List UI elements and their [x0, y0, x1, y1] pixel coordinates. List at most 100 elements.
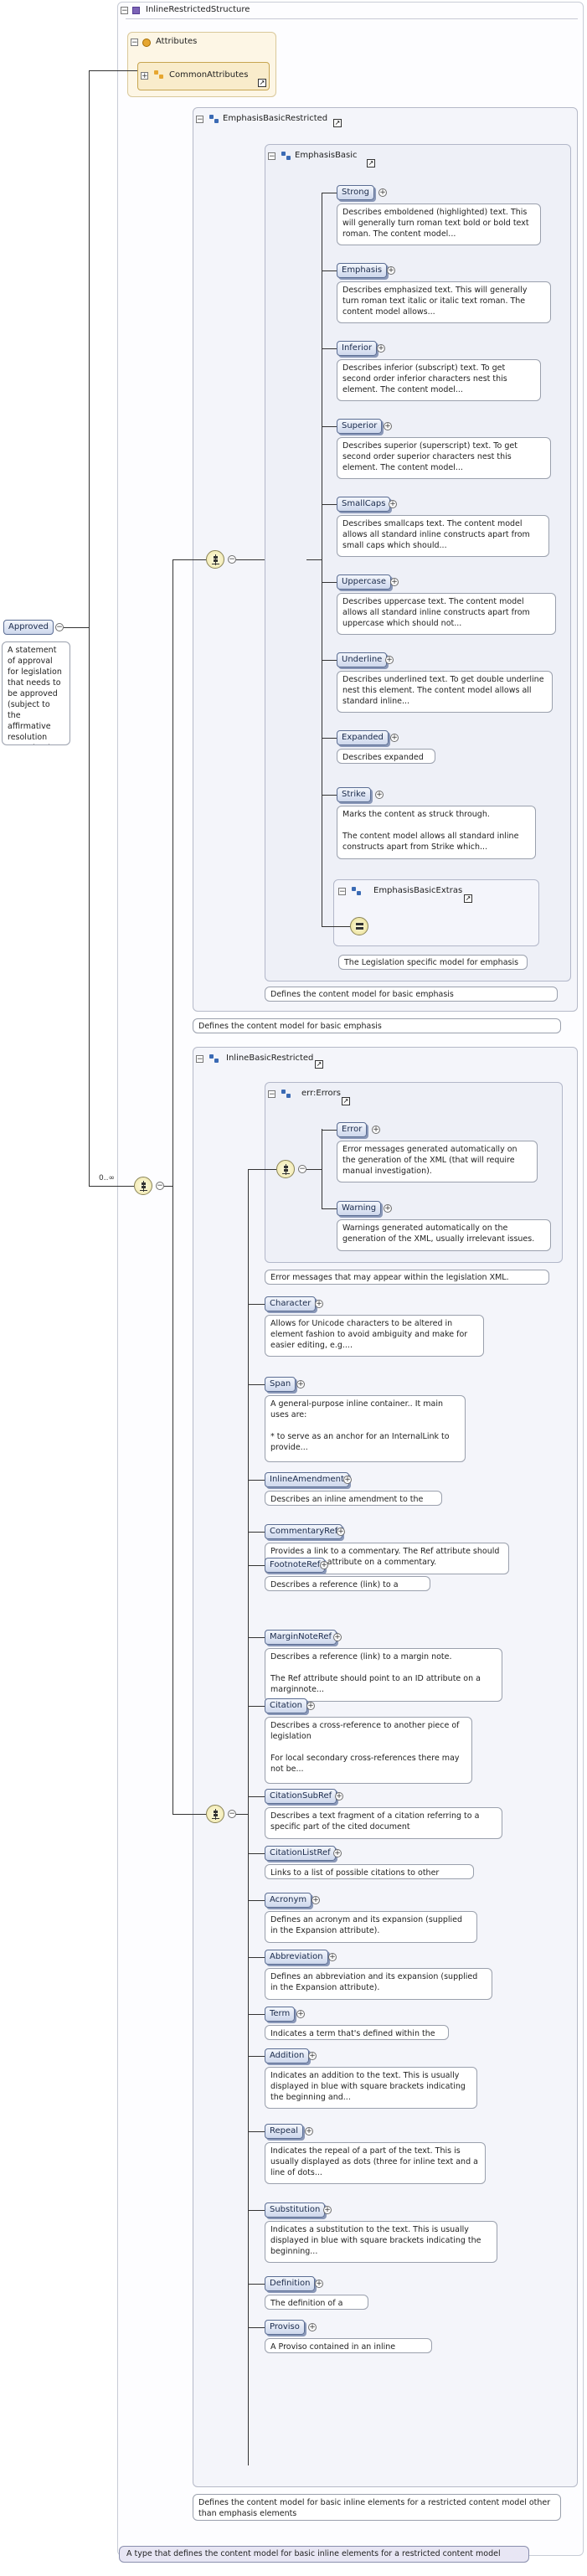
expand-icon[interactable]: + — [305, 2127, 313, 2136]
ebr-collapse-toggle[interactable]: − — [196, 116, 203, 124]
expand-icon[interactable]: + — [378, 188, 387, 197]
expand-icon[interactable]: + — [372, 1126, 380, 1134]
expand-icon[interactable]: + — [320, 1561, 328, 1569]
approved-expand-icon[interactable]: − — [55, 623, 64, 631]
expand-icon[interactable]: + — [315, 1300, 323, 1308]
extras-any-compositor-icon[interactable] — [350, 917, 368, 935]
element-citationlistref[interactable]: CitationListRef — [265, 1846, 336, 1861]
expand-icon[interactable]: + — [375, 791, 384, 799]
element-description: Describes inferior (subscript) text. To … — [337, 359, 541, 401]
connector — [248, 2284, 265, 2285]
element-strong[interactable]: Strong — [337, 185, 374, 200]
extras-link-icon[interactable]: ↗ — [464, 894, 472, 903]
element-superior[interactable]: Superior — [337, 419, 383, 434]
connector — [248, 2327, 265, 2328]
element-smallcaps[interactable]: SmallCaps — [337, 497, 391, 512]
ibr-collapse-toggle[interactable]: − — [196, 1055, 203, 1064]
expand-icon[interactable]: + — [308, 2052, 317, 2060]
expand-icon[interactable]: + — [390, 734, 399, 742]
errors-choice-compositor-icon[interactable] — [276, 1160, 295, 1178]
expand-icon[interactable]: + — [308, 2323, 317, 2331]
expand-icon[interactable]: + — [390, 578, 399, 586]
expand-icon[interactable]: + — [343, 1476, 352, 1484]
group-icon — [209, 1054, 219, 1064]
element-acronym[interactable]: Acronym — [265, 1893, 312, 1908]
element-inferior[interactable]: Inferior — [337, 341, 378, 356]
expand-icon[interactable]: + — [333, 1849, 342, 1857]
element-footnoteref[interactable]: FootnoteRef — [265, 1558, 326, 1573]
errors-choice-collapse-icon[interactable]: − — [298, 1165, 306, 1173]
ebr-choice-compositor-icon[interactable] — [206, 550, 224, 569]
element-inlineamendment[interactable]: InlineAmendment — [265, 1472, 349, 1487]
errors-link-icon[interactable]: ↗ — [342, 1097, 350, 1105]
ibr-choice-compositor-icon[interactable] — [206, 1805, 224, 1823]
element-description: Describes superior (superscript) text. T… — [337, 437, 551, 479]
expand-icon[interactable]: + — [377, 344, 385, 353]
connector — [306, 1169, 322, 1170]
element-marginnoteref[interactable]: MarginNoteRef — [265, 1630, 337, 1645]
element-description: Indicates an addition to the text. This … — [265, 2067, 477, 2109]
ebr-choice-collapse-icon[interactable]: − — [228, 555, 236, 564]
element-term[interactable]: Term — [265, 2007, 296, 2022]
choice-collapse-icon[interactable]: − — [156, 1182, 164, 1190]
element-emphasis[interactable]: Emphasis — [337, 263, 388, 278]
approved-element[interactable]: Approved — [3, 620, 54, 635]
connector — [322, 795, 337, 796]
element-strike[interactable]: Strike — [337, 787, 371, 802]
extras-description: The Legislation specific model for empha… — [338, 955, 528, 970]
connector — [236, 559, 276, 560]
eb-link-icon[interactable]: ↗ — [367, 159, 375, 167]
element-citationsubref[interactable]: CitationSubRef — [265, 1789, 337, 1804]
ebr-link-icon[interactable]: ↗ — [333, 119, 342, 127]
connector — [248, 1169, 276, 1170]
expand-icon[interactable]: + — [337, 1528, 345, 1536]
expand-icon[interactable]: + — [306, 1702, 315, 1710]
expand-icon[interactable]: + — [335, 1792, 343, 1801]
attribute-group-toggle[interactable]: + — [141, 72, 148, 80]
connector — [306, 559, 322, 560]
expand-icon[interactable]: + — [296, 2010, 305, 2018]
element-definition[interactable]: Definition — [265, 2276, 316, 2291]
expand-icon[interactable]: + — [385, 656, 394, 664]
expand-icon[interactable]: + — [296, 1380, 305, 1388]
extras-collapse-toggle[interactable]: − — [338, 888, 346, 896]
element-error[interactable]: Error — [337, 1122, 368, 1137]
root-collapse-toggle[interactable]: − — [121, 7, 128, 15]
element-character[interactable]: Character — [265, 1296, 317, 1311]
element-description: Warnings generated automatically on the … — [337, 1219, 551, 1251]
connector — [322, 738, 337, 739]
choice-compositor-icon[interactable] — [134, 1177, 152, 1195]
expand-icon[interactable]: + — [315, 2280, 323, 2288]
errors-collapse-toggle[interactable]: − — [268, 1090, 275, 1099]
attributes-collapse-toggle[interactable]: − — [131, 39, 138, 47]
element-substitution[interactable]: Substitution — [265, 2202, 326, 2218]
eb-footer: Defines the content model for basic emph… — [265, 987, 558, 1002]
expand-icon[interactable]: + — [384, 422, 392, 430]
expand-icon[interactable]: + — [328, 1953, 337, 1961]
element-commentaryref[interactable]: CommentaryRef — [265, 1524, 343, 1539]
element-abbreviation[interactable]: Abbreviation — [265, 1950, 328, 1965]
expand-icon[interactable]: + — [384, 1204, 392, 1213]
element-warning[interactable]: Warning — [337, 1201, 382, 1216]
element-span[interactable]: Span — [265, 1377, 296, 1392]
connector — [322, 504, 337, 505]
ibr-choice-collapse-icon[interactable]: − — [228, 1810, 236, 1818]
expand-icon[interactable]: + — [389, 500, 397, 508]
expand-icon[interactable]: + — [312, 1896, 320, 1904]
element-proviso[interactable]: Proviso — [265, 2320, 305, 2335]
expand-icon[interactable]: + — [333, 1633, 342, 1641]
element-expanded[interactable]: Expanded — [337, 730, 389, 745]
ibr-link-icon[interactable]: ↗ — [315, 1060, 323, 1069]
element-citation[interactable]: Citation — [265, 1698, 307, 1713]
expand-icon[interactable]: + — [387, 266, 395, 275]
element-uppercase[interactable]: Uppercase — [337, 574, 392, 590]
attribute-group-link-icon[interactable]: ↗ — [258, 79, 266, 87]
element-description: Allows for Unicode characters to be alte… — [265, 1315, 484, 1357]
element-addition[interactable]: Addition — [265, 2048, 310, 2063]
element-repeal[interactable]: Repeal — [265, 2124, 304, 2139]
eb-collapse-toggle[interactable]: − — [268, 152, 275, 161]
expand-icon[interactable]: + — [323, 2206, 332, 2214]
element-description: Describes smallcaps text. The content mo… — [337, 515, 549, 557]
errors-footer: Error messages that may appear within th… — [265, 1270, 549, 1285]
element-underline[interactable]: Underline — [337, 652, 388, 667]
